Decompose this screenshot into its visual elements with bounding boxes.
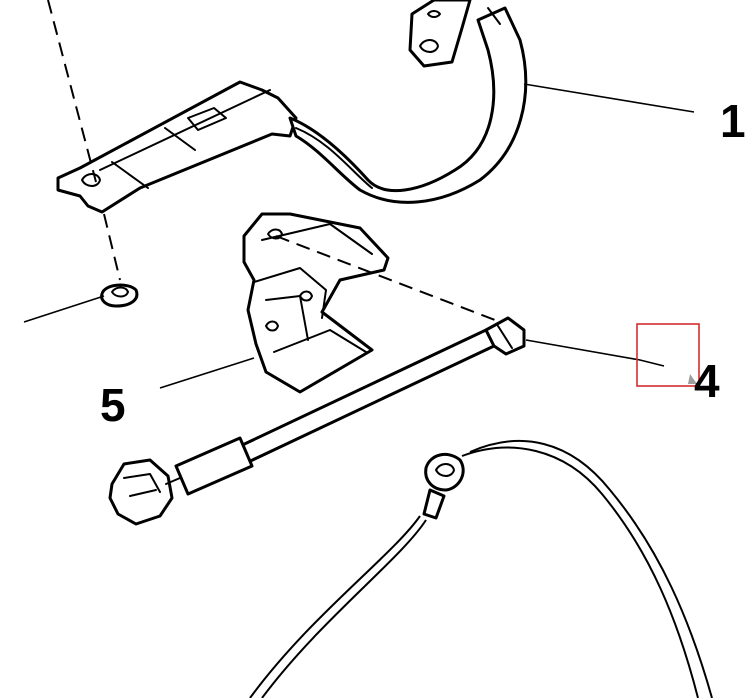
callout-number-5: 5	[100, 379, 126, 431]
assembly-centerline-left	[47, 0, 97, 183]
callout-number-4: 4	[694, 355, 720, 407]
highlight-box	[636, 323, 700, 387]
leader-line-1	[523, 83, 695, 113]
leader-line-fastener	[23, 295, 105, 323]
leader-line-4	[525, 339, 665, 367]
part-5-strut-bracket[interactable]	[242, 212, 390, 394]
callout-number-1: 1	[720, 95, 746, 147]
assembly-centerline-strut	[275, 235, 501, 323]
leader-line-5	[159, 357, 255, 389]
assembly-centerline-fastener	[103, 213, 121, 281]
part-4-gas-strut[interactable]	[108, 316, 526, 526]
release-cable[interactable]	[249, 440, 713, 698]
highlight-pointer	[688, 374, 697, 384]
part-1-hinge-arm[interactable]	[56, 0, 528, 214]
fastener-nut[interactable]	[100, 283, 139, 308]
